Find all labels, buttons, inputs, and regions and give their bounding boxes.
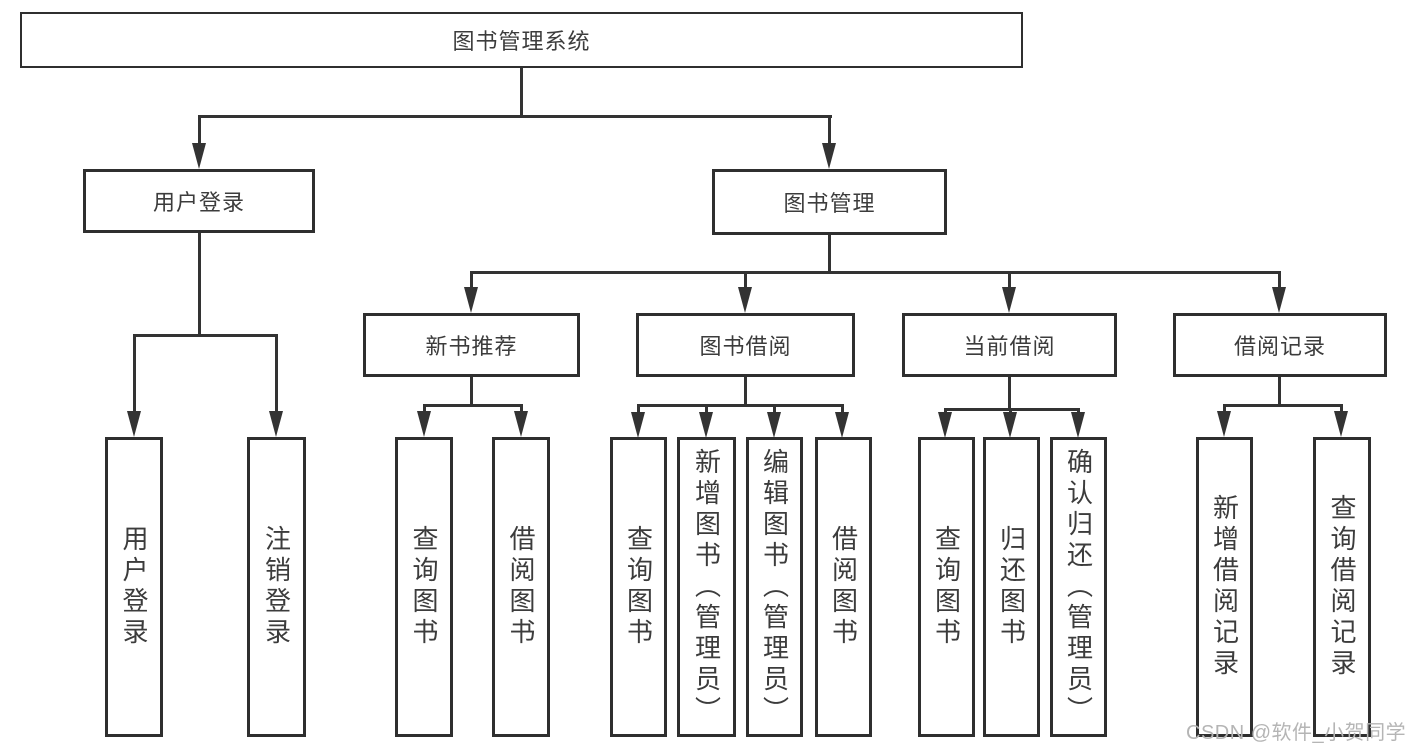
arrow-down-icon (192, 143, 206, 169)
node-label: 图书管理系统 (452, 29, 591, 54)
arrow-down-icon (1217, 411, 1231, 437)
connector-line (828, 235, 831, 273)
connector-line (1340, 404, 1343, 413)
node-label: 用户登录 (152, 190, 245, 215)
leaf-logout: 注销登录 (247, 437, 306, 737)
arrow-down-icon (417, 411, 431, 437)
arrow-down-icon (269, 411, 283, 437)
leaf-label: 编辑图书（管理员） (759, 447, 790, 727)
connector-line (637, 404, 640, 414)
connector-line (1008, 377, 1011, 411)
arrow-down-icon (835, 412, 849, 438)
connector-line (1278, 377, 1281, 407)
node-user-login: 用户登录 (83, 169, 315, 233)
leaf-label: 查询图书 (623, 525, 654, 649)
arrow-down-icon (1071, 412, 1085, 438)
arrow-down-icon (1003, 412, 1017, 438)
connector-line (520, 404, 523, 414)
connector-line (470, 271, 1281, 274)
leaf-return-books: 归还图书 (983, 437, 1040, 737)
connector-line (841, 404, 844, 414)
connector-line (198, 233, 201, 337)
leaf-query-books-current: 查询图书 (918, 437, 975, 737)
arrow-down-icon (767, 412, 781, 438)
connector-line (744, 377, 747, 407)
leaf-borrow-books: 借阅图书 (815, 437, 872, 737)
arrow-down-icon (464, 287, 478, 313)
connector-line (520, 68, 523, 117)
arrow-down-icon (822, 143, 836, 169)
arrow-down-icon (1002, 287, 1016, 313)
connector-line (944, 408, 947, 414)
arrow-down-icon (1272, 287, 1286, 313)
leaf-user-login: 用户登录 (105, 437, 163, 737)
node-book-management: 图书管理 (712, 169, 947, 235)
connector-line (470, 377, 473, 407)
leaf-label: 借阅图书 (828, 525, 859, 649)
leaf-query-borrow-record: 查询借阅记录 (1313, 437, 1371, 737)
node-label: 图书管理 (783, 191, 876, 216)
connector-line (773, 404, 776, 414)
node-library-management-system: 图书管理系统 (20, 12, 1023, 68)
connector-line (423, 404, 523, 407)
arrow-down-icon (514, 411, 528, 437)
arrow-down-icon (738, 287, 752, 313)
connector-line (470, 271, 473, 290)
leaf-label: 新增图书（管理员） (691, 447, 722, 727)
leaf-label: 确认归还（管理员） (1063, 447, 1094, 727)
connector-line (198, 115, 832, 118)
connector-line (198, 115, 201, 147)
connector-line (133, 334, 278, 337)
connector-line (1009, 408, 1012, 414)
connector-line (1223, 404, 1226, 413)
connector-line (1278, 271, 1281, 290)
connector-line (828, 115, 831, 147)
connector-line (744, 271, 747, 290)
leaf-label: 借阅图书 (506, 525, 536, 649)
leaf-label: 注销登录 (261, 525, 292, 649)
leaf-add-borrow-record: 新增借阅记录 (1196, 437, 1253, 737)
leaf-label: 查询图书 (931, 525, 962, 649)
leaf-add-books-admin: 新增图书（管理员） (677, 437, 736, 737)
node-label: 图书借阅 (699, 334, 792, 359)
arrow-down-icon (1334, 411, 1348, 437)
leaf-label: 查询借阅记录 (1327, 494, 1357, 680)
connector-line (1223, 404, 1343, 407)
arrow-down-icon (938, 412, 952, 438)
node-current-borrowing: 当前借阅 (902, 313, 1117, 377)
node-label: 当前借阅 (963, 334, 1056, 359)
leaf-label: 归还图书 (996, 525, 1027, 649)
node-new-book-recommendation: 新书推荐 (363, 313, 580, 377)
leaf-edit-books-admin: 编辑图书（管理员） (746, 437, 803, 737)
connector-line (275, 334, 278, 413)
node-label: 借阅记录 (1233, 334, 1326, 359)
arrow-down-icon (631, 412, 645, 438)
leaf-confirm-return-admin: 确认归还（管理员） (1050, 437, 1107, 737)
connector-line (1008, 271, 1011, 290)
leaf-query-books-recommend: 查询图书 (395, 437, 453, 737)
node-borrowing-records: 借阅记录 (1173, 313, 1387, 377)
connector-line (637, 404, 844, 407)
connector-line (705, 404, 708, 414)
arrow-down-icon (127, 411, 141, 437)
connector-line (133, 334, 136, 413)
connector-line (423, 404, 426, 414)
node-label: 新书推荐 (425, 334, 518, 359)
csdn-watermark: CSDN @软件_小贺同学 (1186, 722, 1405, 744)
node-book-borrowing: 图书借阅 (636, 313, 855, 377)
leaf-borrow-books-recommend: 借阅图书 (492, 437, 550, 737)
leaf-query-books-borrow: 查询图书 (610, 437, 667, 737)
connector-line (944, 408, 1080, 411)
leaf-label: 用户登录 (119, 525, 149, 649)
arrow-down-icon (699, 412, 713, 438)
leaf-label: 新增借阅记录 (1209, 494, 1240, 680)
connector-line (1077, 408, 1080, 414)
leaf-label: 查询图书 (409, 525, 439, 649)
